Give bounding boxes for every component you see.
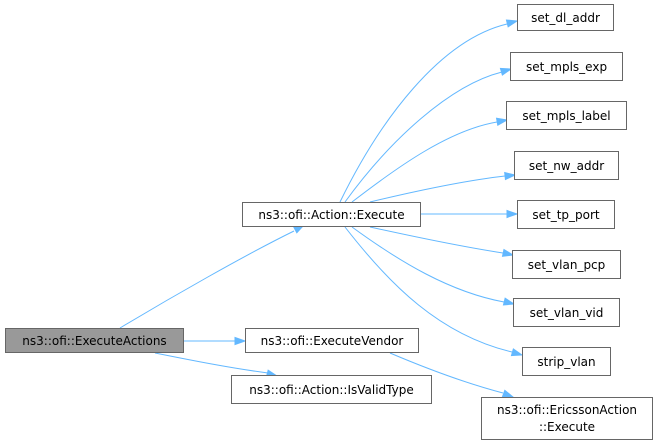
- node-ericsson-execute-label-line1: ns3::ofi::EricssonAction: [497, 403, 637, 417]
- arrowhead-icon: [506, 209, 519, 219]
- node-set-mpls-label[interactable]: set_mpls_label: [506, 101, 627, 130]
- node-set-tp-port-label: set_tp_port: [532, 208, 600, 222]
- node-ericsson-execute-label-line2: ::Execute: [539, 420, 595, 434]
- edge-action-execute-to-set-mpls-exp: [344, 67, 513, 203]
- arrowhead-icon: [504, 171, 517, 181]
- node-root-label: ns3::ofi::ExecuteActions: [22, 334, 166, 348]
- node-set-nw-addr-label: set_nw_addr: [529, 159, 604, 173]
- node-strip-vlan-label: strip_vlan: [537, 355, 595, 369]
- edge-line: [351, 121, 498, 203]
- node-set-dl-addr-label: set_dl_addr: [531, 11, 600, 25]
- arrowhead-icon: [499, 67, 513, 76]
- edge-root-to-execute-vendor: [184, 336, 247, 346]
- node-set-mpls-exp[interactable]: set_mpls_exp: [510, 52, 623, 81]
- edge-action-execute-to-strip-vlan: [344, 226, 524, 357]
- arrowhead-icon: [505, 19, 519, 28]
- nodes-layer: ns3::ofi::ExecuteActions ns3::ofi::Actio…: [5, 4, 653, 440]
- edge-action-execute-to-set-tp-port: [421, 209, 519, 219]
- arrowhead-icon: [501, 389, 515, 398]
- edge-action-execute-to-set-mpls-label: [351, 117, 509, 203]
- node-set-mpls-exp-label: set_mpls_exp: [526, 60, 607, 74]
- edge-execute-vendor-to-ericsson-execute: [389, 352, 515, 398]
- edge-line: [369, 175, 506, 203]
- edge-line: [339, 23, 508, 203]
- node-set-vlan-pcp[interactable]: set_vlan_pcp: [512, 250, 621, 279]
- edge-action-execute-to-set-vlan-vid: [351, 226, 516, 306]
- node-is-valid-type-label: ns3::ofi::Action::IsValidType: [249, 383, 414, 397]
- arrowhead-icon: [510, 348, 524, 357]
- arrowhead-icon: [495, 117, 509, 126]
- edge-line: [119, 230, 295, 329]
- node-set-vlan-vid[interactable]: set_vlan_vid: [513, 298, 620, 327]
- node-set-mpls-label-label: set_mpls_label: [522, 109, 610, 123]
- edge-action-execute-to-set-vlan-pcp: [369, 226, 515, 257]
- edge-root-to-action-execute: [119, 224, 306, 329]
- node-set-vlan-pcp-label: set_vlan_pcp: [528, 258, 606, 272]
- node-ericsson-execute[interactable]: ns3::ofi::EricssonAction ::Execute: [481, 397, 653, 440]
- node-action-execute-label: ns3::ofi::Action::Execute: [258, 208, 404, 222]
- edge-line: [351, 226, 505, 303]
- node-set-nw-addr[interactable]: set_nw_addr: [514, 151, 619, 180]
- node-execute-vendor-label: ns3::ofi::ExecuteVendor: [261, 334, 404, 348]
- node-root[interactable]: ns3::ofi::ExecuteActions: [5, 328, 184, 353]
- node-set-tp-port[interactable]: set_tp_port: [517, 200, 615, 229]
- arrowhead-icon: [501, 248, 515, 257]
- arrowhead-icon: [502, 297, 516, 306]
- node-set-dl-addr[interactable]: set_dl_addr: [517, 4, 614, 31]
- edge-line: [369, 226, 504, 254]
- edge-line: [344, 226, 513, 353]
- edge-line: [389, 352, 504, 394]
- edge-line: [154, 352, 269, 374]
- edge-action-execute-to-set-dl-addr: [339, 19, 519, 203]
- node-action-execute[interactable]: ns3::ofi::Action::Execute: [242, 202, 421, 227]
- node-strip-vlan[interactable]: strip_vlan: [522, 347, 611, 376]
- edge-line: [344, 71, 503, 203]
- edge-action-execute-to-set-nw-addr: [369, 171, 517, 203]
- arrowhead-icon: [234, 336, 247, 346]
- node-execute-vendor[interactable]: ns3::ofi::ExecuteVendor: [245, 328, 419, 353]
- node-is-valid-type[interactable]: ns3::ofi::Action::IsValidType: [231, 375, 432, 404]
- edges-layer: [119, 19, 524, 398]
- node-set-vlan-vid-label: set_vlan_vid: [530, 306, 604, 320]
